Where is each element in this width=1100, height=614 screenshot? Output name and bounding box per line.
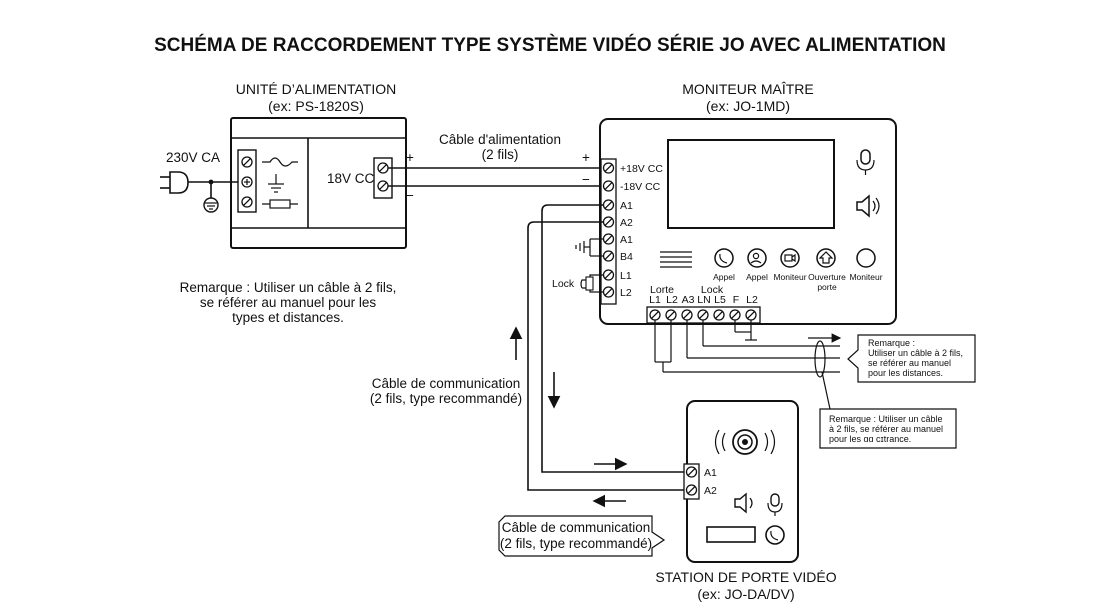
mm-term-1: +18V CC <box>620 163 663 175</box>
bottom-term-4: LN <box>697 294 710 306</box>
master-monitor <box>599 118 897 325</box>
ac-plug-icon <box>160 171 238 213</box>
lock-icon <box>580 274 603 293</box>
master-monitor-model: (ex: JO-1MD) <box>706 98 790 114</box>
mm-term-3: A1 <box>620 200 633 212</box>
ds-speaker-icon <box>734 492 753 514</box>
bottom-group-2: Lock <box>701 284 724 296</box>
call-button-2[interactable] <box>747 248 767 268</box>
btn-label-5: Moniteur <box>849 272 882 282</box>
note2-line2: à 2 fils, se référer au manuel <box>829 424 943 434</box>
power-note-line2: se référer au manuel pour les <box>200 295 377 310</box>
power-note-line3: types et distances. <box>232 310 344 325</box>
note1-line4: pour les distances. <box>868 368 943 378</box>
dc-output-label: 18V CC <box>327 171 375 186</box>
power-note-line1: Remarque : Utiliser un câble à 2 fils, <box>180 280 397 295</box>
note-box-1 <box>847 334 976 383</box>
pu-plus-sign: + <box>406 150 414 165</box>
note1-line1: Remarque : <box>868 338 915 348</box>
power-unit <box>230 117 407 249</box>
ground-symbol-icon <box>575 238 603 257</box>
mm-term-7: L1 <box>620 270 632 282</box>
communication-wires <box>509 204 685 508</box>
ds-terminal-strip <box>683 463 700 500</box>
door-station <box>686 400 799 563</box>
door-station-model: (ex: JO-DA/DV) <box>697 586 794 602</box>
note2-line3: pour les ɑɑ cɪtrance. <box>829 434 911 444</box>
comm-cable-bottom-line2: (2 fils, type recommandé) <box>500 536 652 551</box>
mm-term-2: -18V CC <box>620 181 661 193</box>
note1-line3: se référer au manuel <box>868 358 951 368</box>
btn-label-4-sub: porte <box>817 282 837 292</box>
ds-call-button[interactable] <box>765 525 785 545</box>
call-button-1[interactable] <box>714 248 734 268</box>
comm-cable-bottom-box <box>498 515 666 557</box>
monitor-button-1[interactable] <box>780 248 800 268</box>
diagram-title: SCHÉMA DE RACCORDEMENT TYPE SYSTÈME VIDÉ… <box>154 34 946 56</box>
mm-terminal-strip <box>600 158 617 305</box>
ds-term-1: A1 <box>704 467 717 479</box>
mm-term-5: A1 <box>620 234 633 246</box>
power-unit-model: (ex: PS-1820S) <box>268 98 364 114</box>
power-unit-title: UNITÉ D’ALIMENTATION <box>236 81 397 97</box>
ac-input-label: 230V CA <box>166 150 220 165</box>
note1-line2: Utiliser un câble à 2 fils, <box>868 348 963 358</box>
comm-cable-bottom-line1: Câble de communication <box>502 520 651 535</box>
bottom-term-7: L2 <box>746 294 758 306</box>
bottom-term-1: L1 <box>649 294 661 306</box>
mm-term-8: L2 <box>620 287 632 299</box>
note-box-2 <box>819 371 957 449</box>
door-open-button[interactable] <box>816 248 836 268</box>
bottom-term-5: L5 <box>714 294 726 306</box>
speaker-icon <box>856 194 880 218</box>
bottom-wires <box>654 320 842 378</box>
pu-minus-sign: − <box>406 188 414 203</box>
power-cable-wires <box>388 167 606 187</box>
bottom-term-6: F <box>733 294 739 306</box>
comm-cable-line2: (2 fils, type recommandé) <box>370 391 522 406</box>
microphone-icon <box>856 149 875 175</box>
note2-line1: Remarque : Utiliser un câble <box>829 414 943 424</box>
ds-term-2: A2 <box>704 485 717 497</box>
ds-microphone-icon <box>767 493 783 516</box>
btn-label-2: Appel <box>746 272 768 282</box>
mm-minus-sign: − <box>582 172 590 187</box>
master-monitor-title: MONITEUR MAÎTRE <box>682 81 813 97</box>
comm-cable-line1: Câble de communication <box>372 376 521 391</box>
power-cable-sub: (2 fils) <box>482 147 519 162</box>
btn-label-4: Ouverture <box>808 272 846 282</box>
mm-plus-sign: + <box>582 150 590 165</box>
door-station-title: STATION DE PORTE VIDÉO <box>655 569 836 585</box>
monitor-button-2[interactable] <box>856 248 876 268</box>
btn-label-1: Appel <box>713 272 735 282</box>
power-cable-label: Câble d'alimentation <box>439 132 561 147</box>
lock-label: Lock <box>552 278 575 290</box>
mm-term-4: A2 <box>620 217 633 229</box>
mm-term-6: B4 <box>620 251 633 263</box>
btn-label-3: Moniteur <box>773 272 806 282</box>
bottom-term-2: L2 <box>666 294 678 306</box>
bottom-group-1: Lorte <box>650 284 674 296</box>
bottom-term-3: A3 <box>682 294 695 306</box>
